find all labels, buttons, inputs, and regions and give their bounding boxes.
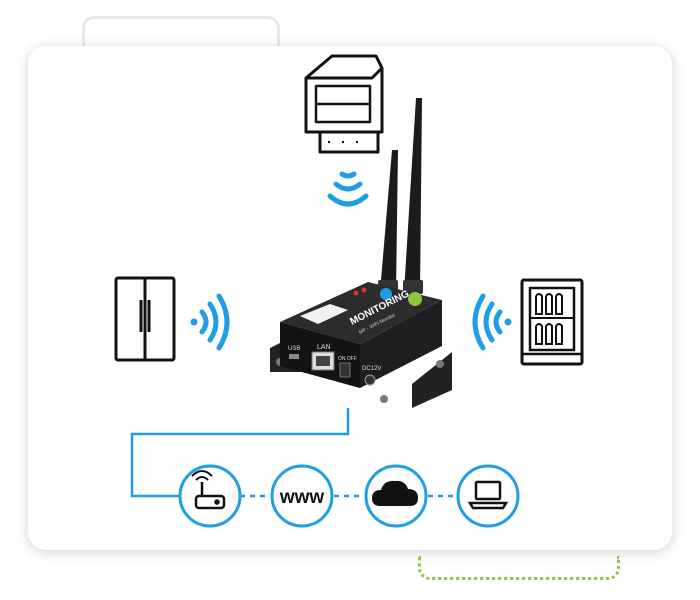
router-icon xyxy=(191,470,226,510)
wifi-signal-icon xyxy=(472,293,512,351)
network-chain: www xyxy=(178,464,520,528)
wifi-signal-icon xyxy=(190,293,230,351)
dotted-bracket xyxy=(418,556,620,580)
laptop-icon xyxy=(467,480,509,510)
display-fridge-icon xyxy=(304,54,384,154)
router-node xyxy=(178,464,242,528)
lan-port-label: LAN xyxy=(317,344,331,351)
double-door-fridge-icon xyxy=(114,276,176,362)
wine-cooler-icon xyxy=(520,278,584,366)
cloud-node xyxy=(364,464,428,528)
cloud-icon xyxy=(372,480,418,506)
monitoring-device: USB LAN ON OFF DC12V MONITORING MF - WiF… xyxy=(270,98,452,408)
usb-port-label: USB xyxy=(288,346,300,352)
www-label: www xyxy=(279,487,325,508)
switch-label: ON OFF xyxy=(338,356,357,362)
www-node: www xyxy=(270,464,334,528)
laptop-node xyxy=(456,464,520,528)
connection-lines xyxy=(130,408,458,498)
power-port-label: DC12V xyxy=(362,366,381,372)
wifi-signal-icon xyxy=(327,171,369,207)
